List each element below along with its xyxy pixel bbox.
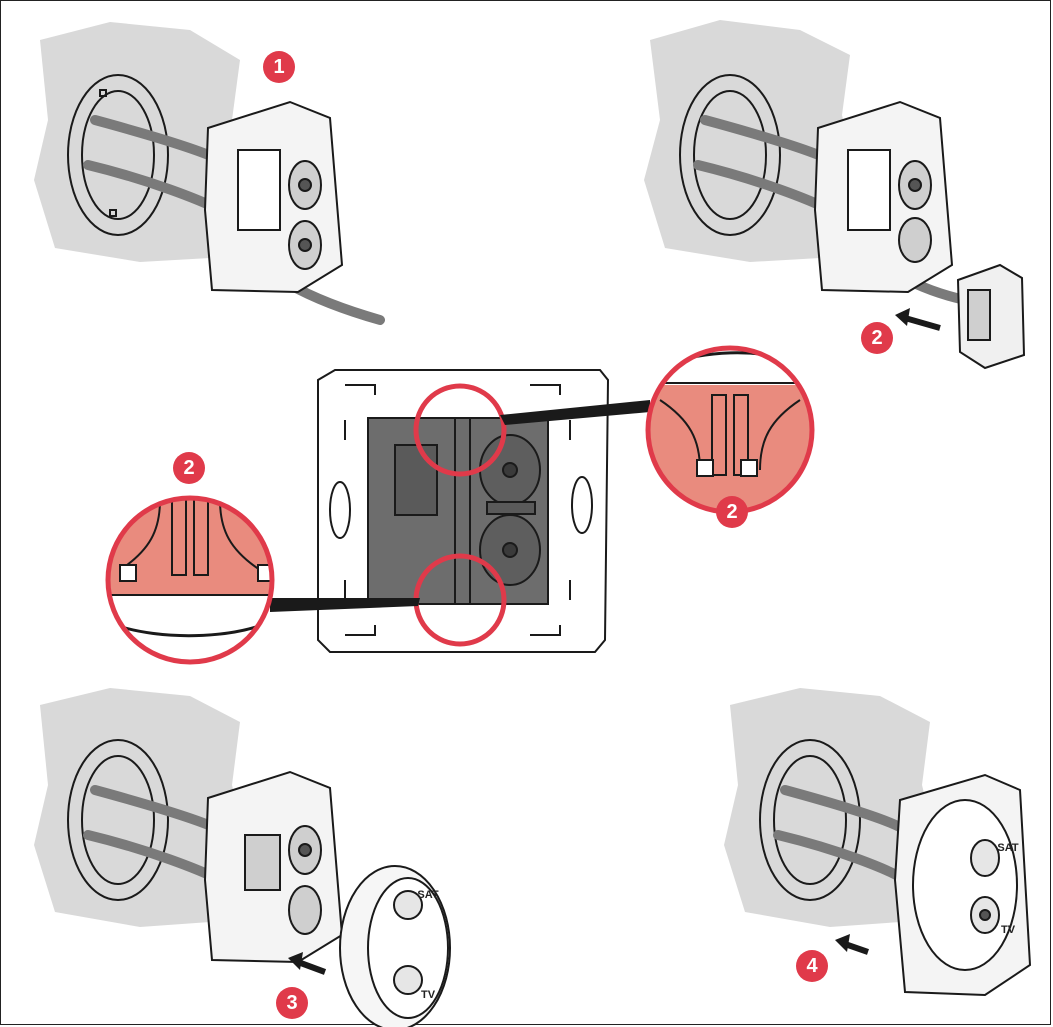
- panel-support-front-view: [270, 369, 650, 653]
- step-badge: [861, 322, 893, 354]
- socket-label-tv: TV: [1001, 924, 1016, 936]
- step-badge: [276, 987, 308, 1019]
- arrow-icon: [895, 308, 941, 331]
- mounting-frame: [203, 770, 344, 964]
- mounting-frame: [893, 773, 1032, 997]
- panel-step-1: 1: [34, 22, 385, 325]
- panel-step-3: SAT TV 3: [34, 688, 451, 1027]
- step-badge: [173, 452, 205, 484]
- socket-label-sat: SAT: [417, 889, 438, 901]
- step-badge: [263, 51, 295, 83]
- zoom-leader: [270, 598, 420, 612]
- wall-box: [679, 74, 781, 236]
- connector-module: [956, 263, 1026, 370]
- zoom-callout: 2: [645, 345, 815, 528]
- panel-step-2-insert: 2: [644, 20, 1026, 370]
- red-circle-highlight: [413, 383, 507, 477]
- step-number: 2: [183, 457, 194, 479]
- mounting-frame: [203, 100, 344, 294]
- cover-plate: [339, 865, 451, 1027]
- panel-step-4: SAT TV 4: [724, 688, 1032, 997]
- socket-label-sat: SAT: [997, 842, 1018, 854]
- wall-box: [67, 739, 169, 901]
- step-number: 2: [871, 327, 882, 349]
- zoom-leader: [500, 400, 650, 425]
- step-number: 3: [286, 992, 297, 1014]
- zoom-callout: 2: [105, 452, 275, 665]
- arrow-icon: [288, 952, 327, 975]
- arrow-icon: [835, 934, 869, 955]
- step-number: 1: [273, 56, 284, 78]
- wall-box: [67, 74, 169, 236]
- step-number: 4: [806, 955, 818, 977]
- step-badge: [796, 950, 828, 982]
- wall-box: [759, 739, 861, 901]
- support-slots: [329, 384, 593, 636]
- step-badge: [716, 496, 748, 528]
- mounting-frame: [813, 100, 954, 294]
- step-number: 2: [726, 501, 737, 523]
- socket-label-tv: TV: [421, 989, 436, 1001]
